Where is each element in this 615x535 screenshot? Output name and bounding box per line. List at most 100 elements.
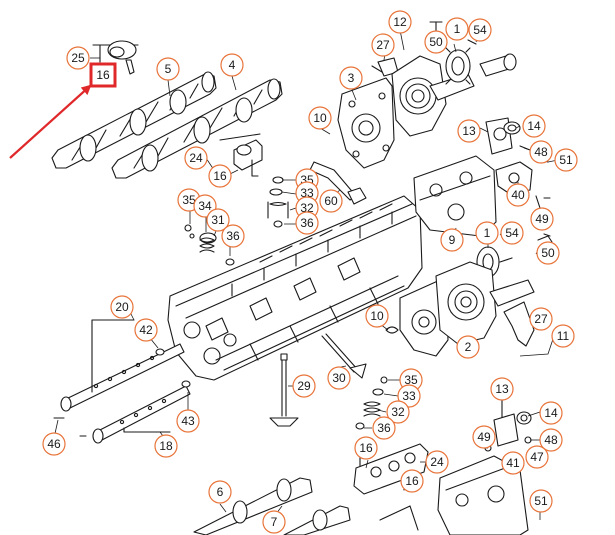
callout-number: 24 — [189, 151, 203, 165]
callout-c51a[interactable]: 51 — [554, 148, 578, 172]
callout-ring — [156, 57, 180, 81]
callout-c11[interactable]: 11 — [551, 324, 575, 348]
callout-ring — [440, 228, 464, 252]
callout-c48b[interactable]: 48 — [539, 428, 563, 452]
bracket-24-part — [219, 133, 263, 177]
callout-ring — [397, 384, 421, 408]
camshaft-7-part — [283, 505, 351, 535]
callout-c4[interactable]: 4 — [220, 53, 244, 77]
callout-ring — [110, 295, 134, 319]
callout-c47[interactable]: 47 — [525, 445, 549, 469]
callout-ring — [386, 400, 410, 424]
oil-pipe-18 — [53, 380, 191, 444]
callout-ring — [424, 30, 448, 54]
callout-c32b[interactable]: 32 — [386, 400, 410, 424]
callout-c16a[interactable]: 16 — [89, 62, 117, 88]
callout-ring — [530, 207, 554, 231]
callout-c16b[interactable]: 16 — [208, 164, 232, 188]
callout-number: 20 — [115, 300, 129, 314]
callout-c51b[interactable]: 51 — [529, 489, 553, 513]
callout-c16d[interactable]: 16 — [400, 469, 424, 493]
callout-number: 25 — [71, 51, 85, 65]
callout-c27b[interactable]: 27 — [529, 307, 553, 331]
callout-number: 47 — [530, 450, 544, 464]
callout-number: 40 — [511, 188, 525, 202]
callout-number: 33 — [402, 389, 416, 403]
highlight-arrow — [9, 84, 92, 159]
callout-c36a[interactable]: 36 — [295, 211, 319, 235]
callout-ring — [208, 480, 232, 504]
callout-c1a[interactable]: 1 — [445, 17, 469, 41]
callout-c46[interactable]: 46 — [42, 432, 66, 456]
callout-c50b[interactable]: 50 — [536, 241, 560, 265]
callout-c10a[interactable]: 10 — [308, 106, 332, 130]
callout-c6[interactable]: 6 — [208, 480, 232, 504]
callout-c16c[interactable]: 16 — [354, 436, 378, 460]
callout-c24b[interactable]: 24 — [425, 450, 449, 474]
callout-c29[interactable]: 29 — [292, 374, 316, 398]
callout-c41[interactable]: 41 — [501, 451, 525, 475]
callout-ring — [42, 432, 66, 456]
callout-c3[interactable]: 3 — [339, 66, 363, 90]
callout-number: 34 — [198, 199, 212, 213]
callout-c36c[interactable]: 36 — [372, 416, 396, 440]
callout-number: 54 — [505, 226, 519, 240]
callout-ring — [425, 450, 449, 474]
callout-number: 46 — [47, 437, 61, 451]
camshaft-sensor-wheel-part — [92, 40, 139, 75]
callout-c1b[interactable]: 1 — [475, 221, 499, 245]
line-art — [51, 21, 559, 535]
callout-c9[interactable]: 9 — [440, 228, 464, 252]
callout-number: 16 — [96, 68, 110, 82]
callout-c12[interactable]: 12 — [388, 10, 412, 34]
callout-ring — [371, 33, 395, 57]
callout-c13b[interactable]: 13 — [490, 377, 514, 401]
callout-number: 35 — [404, 373, 418, 387]
callout-number: 11 — [557, 329, 570, 343]
callout-c43[interactable]: 43 — [176, 409, 200, 433]
callout-c60[interactable]: 60 — [319, 189, 343, 213]
callout-c54b[interactable]: 54 — [500, 221, 524, 245]
callout-c50a[interactable]: 50 — [424, 30, 448, 54]
callout-number: 12 — [393, 15, 407, 29]
callout-c5[interactable]: 5 — [156, 57, 180, 81]
callout-ring — [372, 416, 396, 440]
callout-ring — [339, 66, 363, 90]
callout-c49b[interactable]: 49 — [472, 425, 496, 449]
callout-c30[interactable]: 30 — [327, 366, 351, 390]
callout-ring — [529, 489, 553, 513]
callout-c54a[interactable]: 54 — [468, 18, 492, 42]
callout-c2[interactable]: 2 — [456, 335, 480, 359]
callout-number: 41 — [506, 456, 520, 470]
callout-c36b[interactable]: 36 — [221, 224, 245, 248]
callout-c7[interactable]: 7 — [262, 510, 286, 534]
callout-ring — [66, 46, 90, 70]
callout-c25a[interactable]: 25 — [66, 46, 90, 70]
callout-ring — [176, 409, 200, 433]
callout-number: 7 — [271, 515, 278, 529]
callout-ring — [354, 436, 378, 460]
camshaft-4-part — [111, 78, 283, 179]
callout-c14a[interactable]: 14 — [522, 114, 546, 138]
callout-c48a[interactable]: 48 — [529, 140, 553, 164]
callout-c33b[interactable]: 33 — [397, 384, 421, 408]
callout-number: 24 — [430, 455, 444, 469]
callout-c20[interactable]: 20 — [110, 295, 134, 319]
callout-c49a[interactable]: 49 — [530, 207, 554, 231]
callout-ring — [554, 148, 578, 172]
callout-c31[interactable]: 31 — [206, 208, 230, 232]
callout-c18[interactable]: 18 — [154, 434, 178, 458]
callout-ring — [501, 451, 525, 475]
callout-c10b[interactable]: 10 — [365, 304, 389, 328]
camshaft-6-part — [193, 477, 313, 535]
callout-c40[interactable]: 40 — [506, 183, 530, 207]
callout-c14b[interactable]: 14 — [539, 401, 563, 425]
callout-c27a[interactable]: 27 — [371, 33, 395, 57]
callout-number: 10 — [370, 309, 384, 323]
callout-c24a[interactable]: 24 — [184, 146, 208, 170]
callout-ring — [529, 307, 553, 331]
callout-c42[interactable]: 42 — [134, 318, 158, 342]
callout-number: 29 — [297, 379, 311, 393]
camshaft-5-part — [51, 71, 217, 169]
callout-c13a[interactable]: 13 — [457, 119, 481, 143]
